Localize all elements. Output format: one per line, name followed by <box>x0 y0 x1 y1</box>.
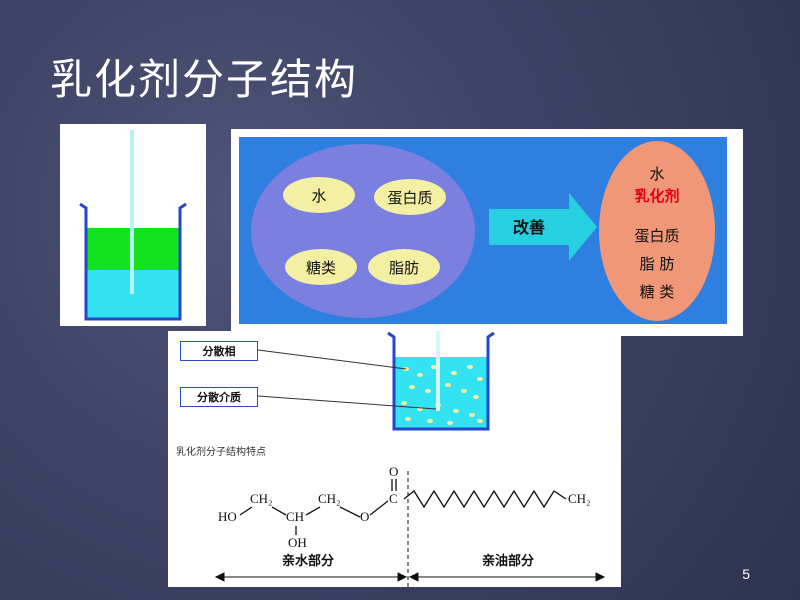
dispersion-medium-label: 分散介质 <box>180 387 258 407</box>
structure-caption: 乳化剂分子结构特点 <box>176 447 266 458</box>
formula-ch2-right: CH₂ <box>318 491 341 506</box>
item-fat: 脂肪 <box>389 259 419 277</box>
formula-ch2-end: CH₂ <box>568 491 591 506</box>
result-protein: 蛋白质 <box>634 227 679 245</box>
emulsion-liquid <box>394 357 488 429</box>
dispersed-droplets <box>401 365 483 425</box>
item-pill-water <box>283 177 355 213</box>
formula-ch: CH <box>286 509 304 524</box>
emulsion-rod <box>436 331 440 411</box>
part-arrows <box>214 572 606 582</box>
formula-oh: OH <box>288 535 307 550</box>
formula-o-ester: O <box>360 509 369 524</box>
item-water: 水 <box>311 187 326 205</box>
item-sugar: 糖类 <box>306 259 336 277</box>
item-pill-fat <box>368 249 440 285</box>
beaker-outline <box>79 202 187 321</box>
item-pill-sugar <box>285 249 357 285</box>
dispersed-phase-label: 分散相 <box>180 341 258 361</box>
arrow-label: 改善 <box>513 218 545 237</box>
formula-ch2-left: CH₂ <box>250 491 273 506</box>
result-emulsifier: 乳化剂 <box>634 187 679 205</box>
improvement-diagram: 水 蛋白质 糖类 脂肪 改善 水 乳化剂 蛋白质 脂 肪 糖 类 <box>231 129 743 336</box>
dispersed-phase-leader <box>257 349 407 370</box>
emulsion-drawing: HO CH₂ CH OH CH₂ O O C CH₂ <box>214 331 606 587</box>
hydrophilic-label: 亲水部分 <box>282 553 334 569</box>
formula-c: C <box>389 491 398 506</box>
slide-title: 乳化剂分子结构 <box>50 55 359 104</box>
molecule-formula: HO CH₂ CH OH CH₂ O O C CH₂ <box>218 464 591 550</box>
beaker-drawing <box>79 130 187 321</box>
page-number: 5 <box>742 566 750 582</box>
formula-o-carbonyl: O <box>389 464 398 479</box>
emulsion-beaker-outline <box>387 331 495 431</box>
result-sugar: 糖 类 <box>640 283 675 301</box>
beaker-layers-image <box>60 124 206 326</box>
result-water: 水 <box>649 165 664 183</box>
lipophilic-label: 亲油部分 <box>482 553 534 569</box>
emulsion-structure-image: HO CH₂ CH OH CH₂ O O C CH₂ <box>168 331 621 587</box>
improvement-drawing: 水 蛋白质 糖类 脂肪 改善 水 乳化剂 蛋白质 脂 肪 糖 类 <box>251 141 715 321</box>
item-protein: 蛋白质 <box>387 189 432 207</box>
ingredients-ellipse <box>251 144 475 318</box>
improvement-diagram-background: 水 蛋白质 糖类 脂肪 改善 水 乳化剂 蛋白质 脂 肪 糖 类 <box>239 137 727 324</box>
result-ellipse <box>599 141 715 321</box>
formula-ho: HO <box>218 509 237 524</box>
molecule-bonds <box>239 479 567 535</box>
dispersion-medium-leader <box>257 395 437 410</box>
item-pill-protein <box>374 179 446 215</box>
improve-arrow <box>489 193 597 261</box>
stirring-rod <box>130 130 134 294</box>
result-fat: 脂 肪 <box>640 255 675 273</box>
